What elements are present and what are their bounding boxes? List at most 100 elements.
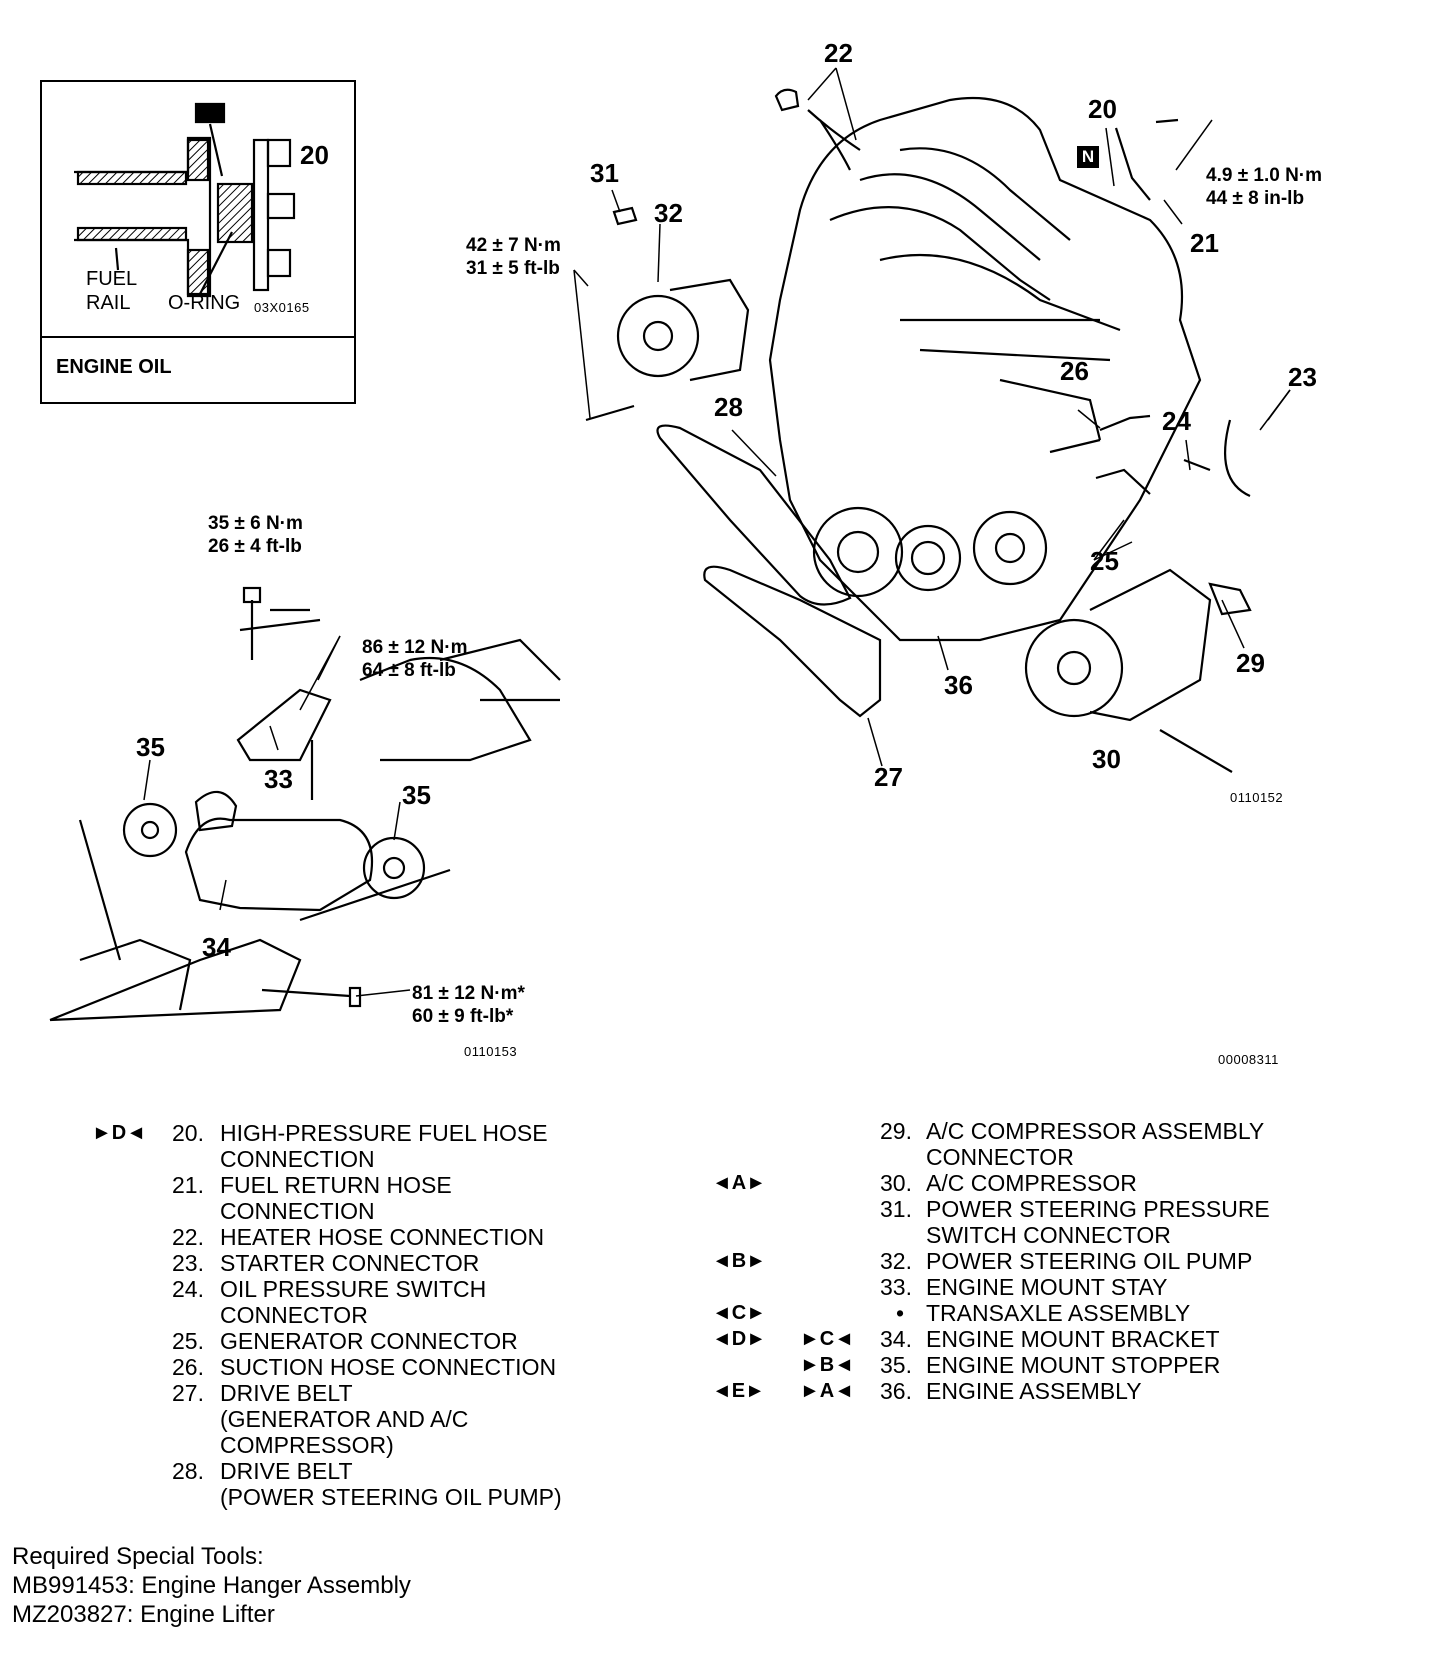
figure-id-mount: 0110153 xyxy=(464,1044,518,1059)
callout-29: 29 xyxy=(1236,648,1265,678)
callout-24: 24 xyxy=(1162,406,1191,436)
legend-row: (POWER STEERING OIL PUMP) xyxy=(92,1484,652,1510)
legend-text: HEATER HOSE CONNECTION xyxy=(220,1224,545,1250)
torque-bracket-nm: 81 ± 12 N·m* xyxy=(412,983,525,1004)
legend-row: 27.DRIVE BELT xyxy=(92,1380,652,1406)
legend-row: ◄E►►A◄36.ENGINE ASSEMBLY xyxy=(712,1378,1362,1404)
legend-bullet: • xyxy=(896,1300,905,1326)
legend-num: 23. xyxy=(172,1250,204,1276)
legend-num: 30. xyxy=(880,1170,912,1196)
legend-text: A/C COMPRESSOR ASSEMBLY xyxy=(926,1118,1265,1144)
drive-belt-drawing xyxy=(656,424,882,718)
legend-text: SUCTION HOSE CONNECTION xyxy=(220,1354,557,1380)
torque-stay-nm: 86 ± 12 N·m xyxy=(362,637,468,658)
mount-leader-lines xyxy=(143,635,411,997)
torque-stay-ft: 64 ± 8 ft-lb xyxy=(362,660,456,681)
connectors-drawing xyxy=(1049,118,1251,498)
torque-mount-top-ft: 26 ± 4 ft-lb xyxy=(208,536,302,557)
legend-text: STARTER CONNECTOR xyxy=(220,1250,480,1276)
legend-text: ENGINE MOUNT STOPPER xyxy=(926,1352,1221,1378)
legend-num: 29. xyxy=(880,1118,912,1144)
legend-text: POWER STEERING OIL PUMP xyxy=(926,1248,1253,1274)
callout-35-right: 35 xyxy=(402,780,431,810)
legend-text: COMPRESSOR) xyxy=(220,1432,394,1458)
legend-text: (POWER STEERING OIL PUMP) xyxy=(220,1484,562,1510)
legend-row: COMPRESSOR) xyxy=(92,1432,652,1458)
legend-text: CONNECTION xyxy=(220,1146,375,1172)
engine-oil-inset: 20 FUEL RAIL O-RING 03X0165 ENGINE OIL xyxy=(40,80,356,404)
legend-row: ◄D►►C◄34.ENGINE MOUNT BRACKET xyxy=(712,1326,1362,1352)
legend-num: 33. xyxy=(880,1274,912,1300)
legend-text: OIL PRESSURE SWITCH xyxy=(220,1276,487,1302)
legend-text: ENGINE ASSEMBLY xyxy=(926,1378,1142,1404)
legend-row: (GENERATOR AND A/C xyxy=(92,1406,652,1432)
callout-20: 20 xyxy=(1088,94,1117,124)
legend-row: CONNECTOR xyxy=(92,1302,652,1328)
callout-32: 32 xyxy=(654,198,683,228)
legend-row: 33.ENGINE MOUNT STAY xyxy=(712,1274,1362,1300)
legend-row: ◄C► • TRANSAXLE ASSEMBLY xyxy=(712,1300,1362,1326)
legend-row: 28.DRIVE BELT xyxy=(92,1458,652,1484)
callout-34: 34 xyxy=(202,932,231,962)
legend-row: CONNECTION xyxy=(92,1146,652,1172)
legend-text: CONNECTOR xyxy=(926,1144,1074,1170)
callout-35-left: 35 xyxy=(136,732,165,762)
legend-row: 31.POWER STEERING PRESSURE xyxy=(712,1196,1362,1222)
callout-30: 30 xyxy=(1092,744,1121,774)
torque-bracket: 81 ± 12 N·m* 60 ± 9 ft-lb* xyxy=(412,982,525,1028)
tool-item: MB991453: Engine Hanger Assembly xyxy=(12,1572,411,1599)
legend-row: ►B◄ 35. ENGINE MOUNT STOPPER xyxy=(712,1352,1362,1378)
legend-text: A/C COMPRESSOR xyxy=(926,1170,1137,1196)
legend-row: 22. HEATER HOSE CONNECTION xyxy=(92,1224,652,1250)
legend-tag-2: ►A◄ xyxy=(800,1380,855,1402)
legend-tag-2: ►C◄ xyxy=(800,1328,855,1350)
legend-num: 26. xyxy=(172,1354,204,1380)
legend-tag-2: ►B◄ xyxy=(800,1354,855,1376)
legend-tag: ◄A► xyxy=(712,1172,767,1194)
fuel-rail-inset-drawing xyxy=(74,102,296,298)
legend-text: GENERATOR CONNECTOR xyxy=(220,1328,518,1354)
callout-23: 23 xyxy=(1288,362,1317,392)
figure-id-main: 0110152 xyxy=(1230,790,1284,805)
legend-row: 23. STARTER CONNECTOR xyxy=(92,1250,652,1276)
callout-36: 36 xyxy=(944,670,973,700)
legend-tag: ◄C► xyxy=(712,1302,767,1324)
legend-right: 29. A/C COMPRESSOR ASSEMBLY CONNECTOR ◄A►… xyxy=(712,1118,1362,1404)
torque-hose-in: 44 ± 8 in-lb xyxy=(1206,188,1305,209)
callout-25: 25 xyxy=(1090,546,1119,576)
torque-pump-ft: 31 ± 5 ft-lb xyxy=(466,258,560,279)
leader-lines xyxy=(573,67,1291,767)
legend-text: FUEL RETURN HOSE xyxy=(220,1172,452,1198)
legend-row: ►D◄20.HIGH-PRESSURE FUEL HOSE xyxy=(92,1120,652,1146)
engine-mount-drawing xyxy=(49,586,561,1022)
callout-21: 21 xyxy=(1190,228,1219,258)
legend-row: 26. SUCTION HOSE CONNECTION xyxy=(92,1354,652,1380)
legend-row: 24. OIL PRESSURE SWITCH xyxy=(92,1276,652,1302)
legend-row: SWITCH CONNECTOR xyxy=(712,1222,1362,1248)
legend-num: 20. xyxy=(172,1120,204,1146)
legend-row: ◄B►32.POWER STEERING OIL PUMP xyxy=(712,1248,1362,1274)
fuel-rail-label-1: FUEL xyxy=(86,268,138,290)
legend-num: 24. xyxy=(172,1276,204,1302)
legend-text: TRANSAXLE ASSEMBLY xyxy=(926,1300,1191,1326)
legend-num: 35. xyxy=(880,1352,912,1378)
legend-tag: ◄D► xyxy=(712,1328,767,1350)
legend-text: POWER STEERING PRESSURE xyxy=(926,1196,1270,1222)
torque-hose: 4.9 ± 1.0 N·m 44 ± 8 in-lb xyxy=(1206,164,1322,210)
legend-num: 34. xyxy=(880,1326,912,1352)
callout-33: 33 xyxy=(264,764,293,794)
callout-27: 27 xyxy=(874,762,903,792)
legend-num: 21. xyxy=(172,1172,204,1198)
legend-row: 21. FUEL RETURN HOSE xyxy=(92,1172,652,1198)
legend-row: 25.GENERATOR CONNECTOR xyxy=(92,1328,652,1354)
inset-figure-id: 03X0165 xyxy=(254,300,310,315)
legend-tag: ◄B► xyxy=(712,1250,767,1272)
legend-num: 28. xyxy=(172,1458,204,1484)
engine-assembly-drawing xyxy=(768,88,1202,642)
legend-text: CONNECTION xyxy=(220,1198,375,1224)
tool-item: MZ203827: Engine Lifter xyxy=(12,1601,275,1628)
legend-num: 22. xyxy=(172,1224,204,1250)
torque-stay: 86 ± 12 N·m 64 ± 8 ft-lb xyxy=(362,636,467,682)
oring-label: O-RING xyxy=(168,292,241,314)
legend-num: 36. xyxy=(880,1378,912,1404)
